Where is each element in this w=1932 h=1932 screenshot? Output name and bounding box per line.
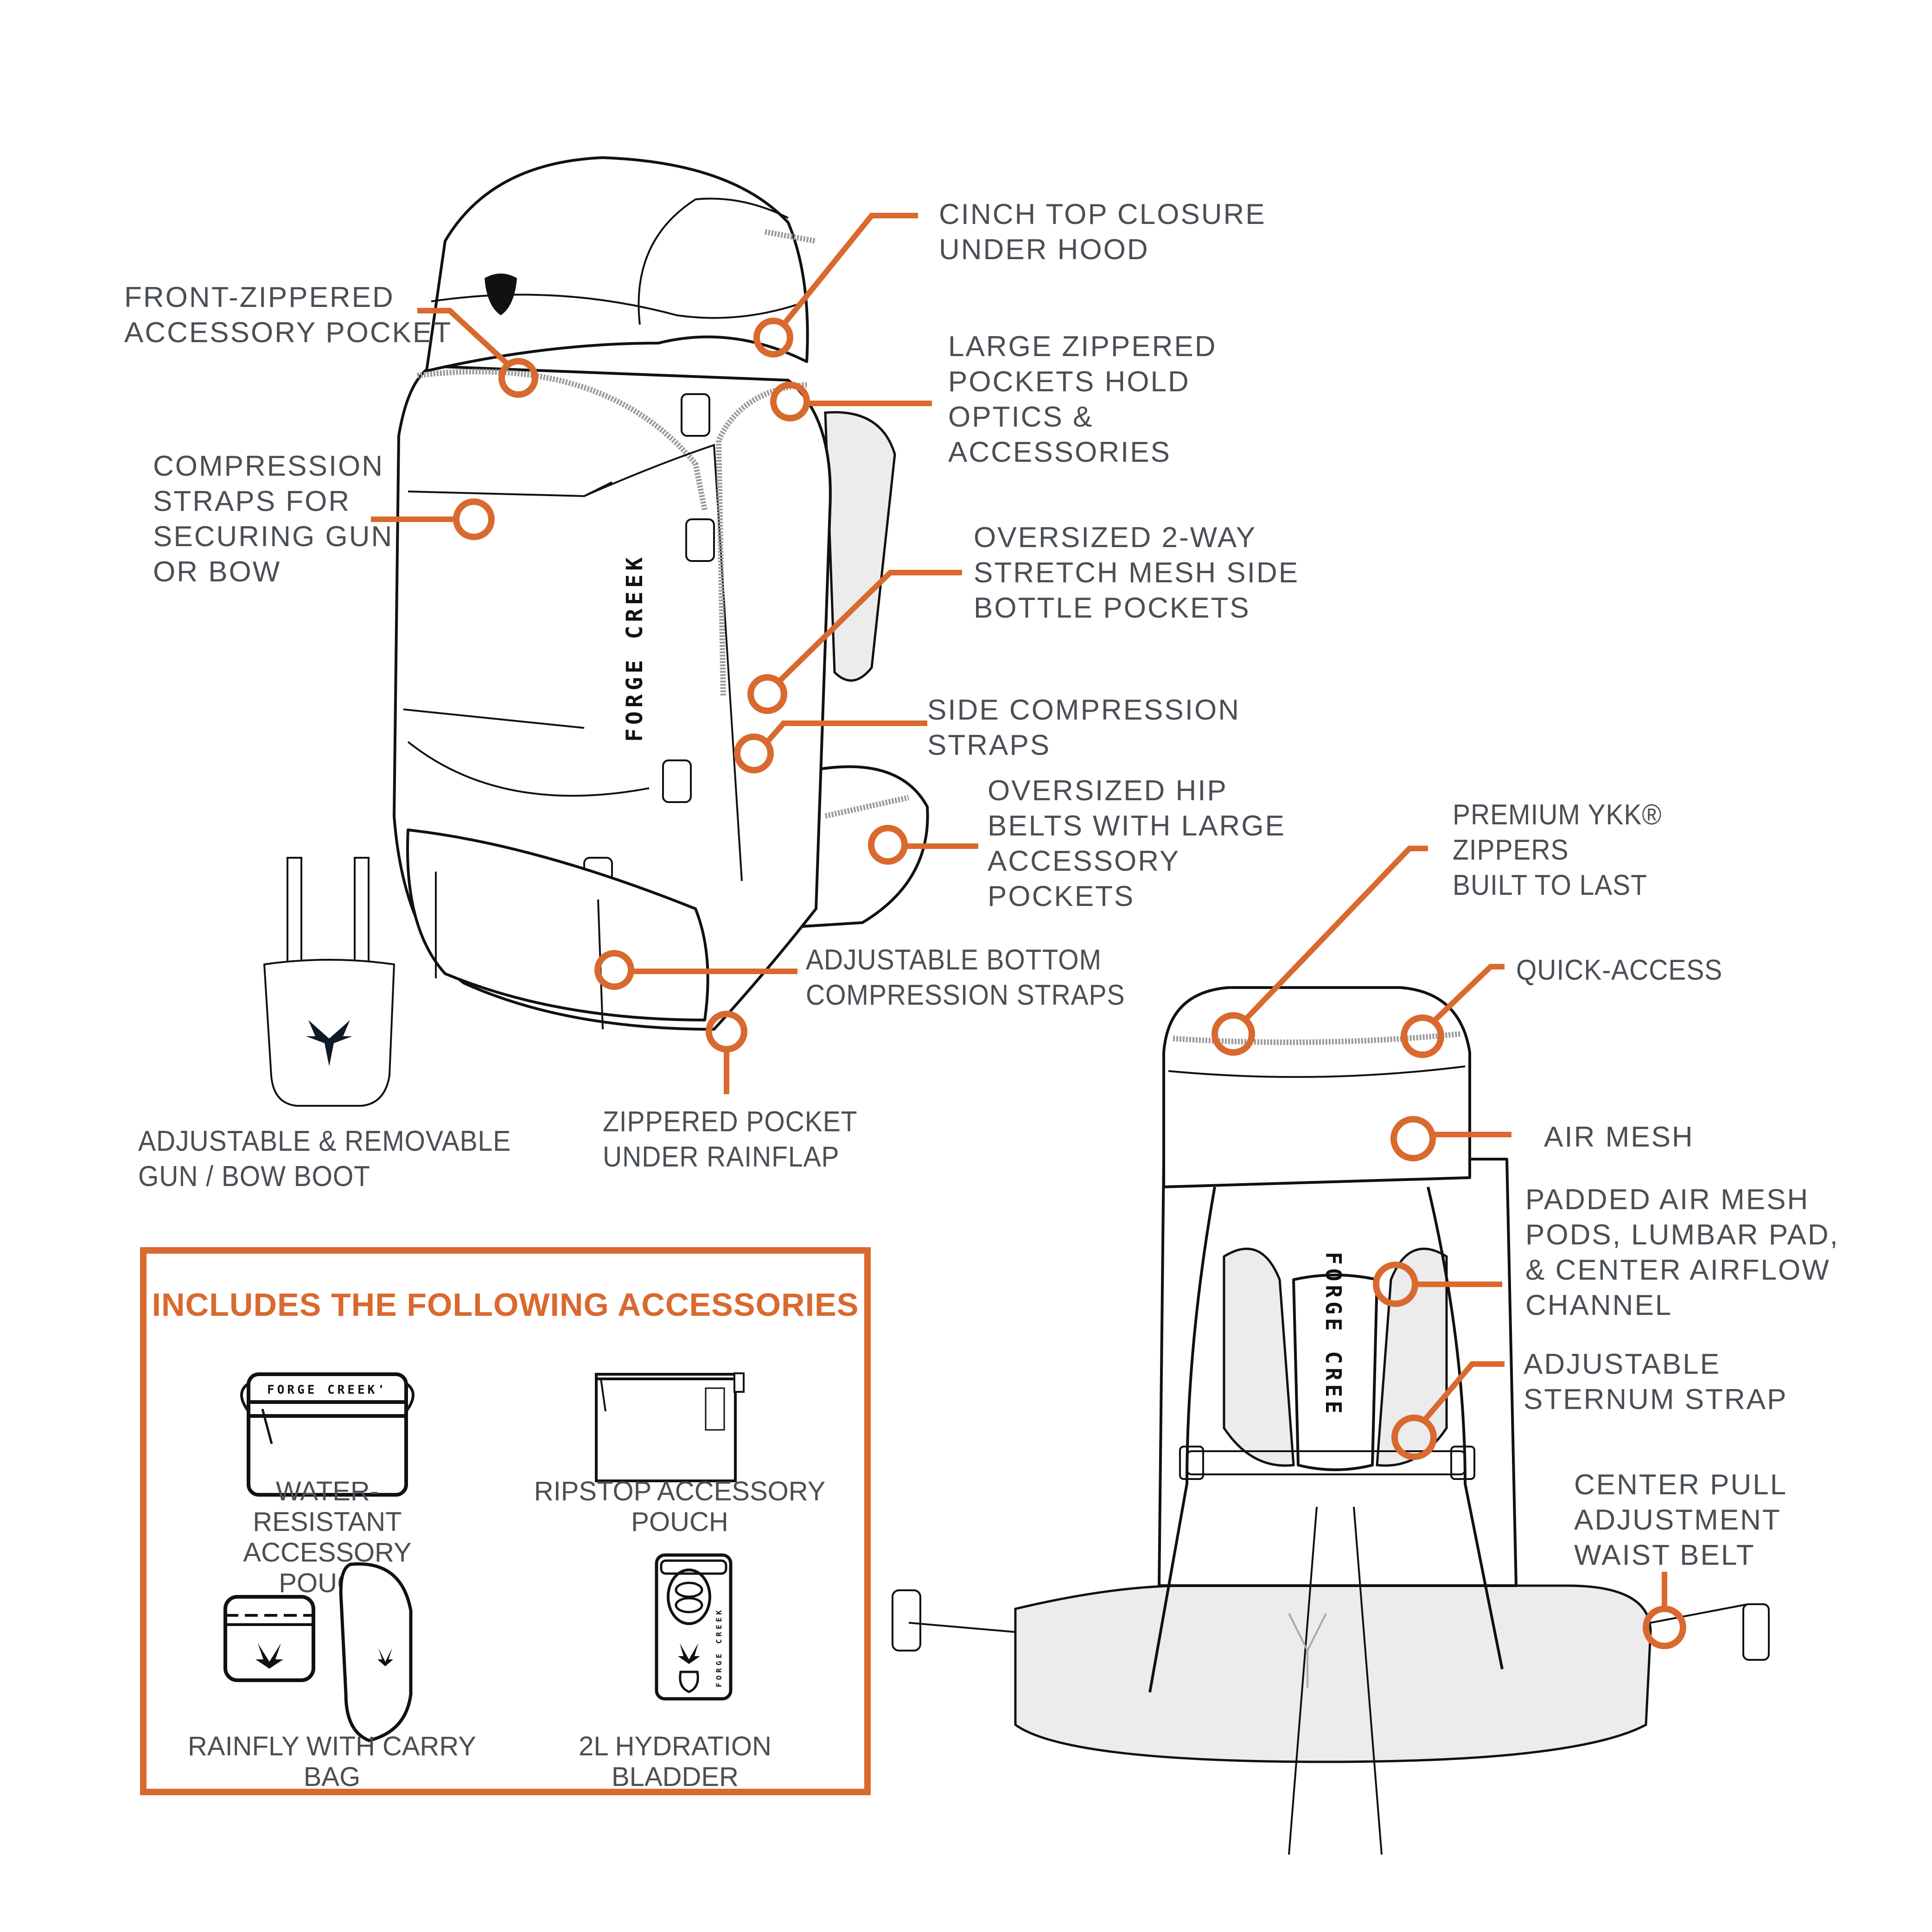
callout-marker (747, 674, 787, 714)
back-backpack-illustration: FORGE CREE (892, 986, 1770, 1855)
back-waist-buckle-icon (892, 1589, 921, 1651)
callout-compression-straps: COMPRESSION STRAPS FOR SECURING GUN OR B… (153, 450, 394, 588)
accessories-panel: INCLUDES THE FOLLOWING ACCESSORIES FORGE… (140, 1247, 871, 1795)
callout-marker (1390, 1116, 1436, 1161)
accessory-name: RIPSTOP ACCESSORY POUCH (534, 1476, 826, 1537)
callout-oversized-hip-belts: OVERSIZED HIP BELTS WITH LARGE ACCESSORY… (988, 775, 1286, 912)
front-side-logo-text: FORGE CREEK (622, 554, 648, 742)
callout-marker (1211, 1012, 1255, 1056)
hydration-bladder-icon: FORGE CREEK (655, 1553, 733, 1701)
callout-marker (868, 825, 908, 865)
callout-marker (753, 318, 793, 357)
accessory-name: WATER-RESISTANT ACCESSORY POUCH (243, 1476, 412, 1598)
leader-front-zippered-pocket (417, 308, 512, 369)
front-backpack-illustration: FORGE CREEK (393, 156, 929, 1031)
leader-ykk-zippers (1245, 846, 1428, 1020)
leader-cinch-top (781, 213, 918, 326)
accessory-name: 2L HYDRATION BLADDER (579, 1731, 772, 1792)
ripstop-pouch-icon (595, 1372, 745, 1482)
bladder-logo-text: FORGE CREEK (714, 1607, 723, 1687)
callout-quick-access: QUICK-ACCESS (1516, 954, 1723, 986)
callout-marker (734, 733, 774, 773)
back-sternum-strap (1186, 1450, 1466, 1475)
back-center-channel (1292, 1274, 1378, 1471)
callout-marker (453, 498, 495, 540)
leader-stretch-mesh (777, 570, 962, 684)
callout-marker (1643, 1606, 1686, 1649)
callout-marker (706, 1011, 747, 1052)
front-buckle-icon (662, 759, 692, 803)
callout-marker (1391, 1415, 1437, 1460)
front-buckle-icon (681, 393, 710, 437)
back-waist-buckle-icon (1742, 1603, 1770, 1661)
rainfly-carry-bag-icon (223, 1562, 413, 1742)
accessory-name: RAINFLY WITH CARRY BAG (188, 1731, 476, 1792)
front-buckle-icon (685, 518, 715, 562)
callout-side-compression-straps: SIDE COMPRESSION STRAPS (927, 694, 1240, 761)
callout-marker (498, 358, 538, 398)
callout-leaders (371, 213, 1686, 1649)
front-pocket-zipper (417, 369, 708, 511)
callout-center-pull-waist-belt: CENTER PULL ADJUSTMENT WAIST BELT (1574, 1469, 1788, 1571)
front-hood-shield-icon (485, 274, 517, 315)
callout-adjustable-bottom-compression-straps: ADJUSTABLE BOTTOM COMPRESSION STRAPS (806, 944, 1125, 1011)
leader-side-compression (765, 721, 927, 744)
back-mesh-pod-left (1223, 1247, 1295, 1467)
accessories-title: INCLUDES THE FOLLOWING ACCESSORIES (152, 1287, 859, 1323)
callout-front-zippered-accessory-pocket: FRONT-ZIPPERED ACCESSORY POCKET (124, 281, 453, 349)
front-side-mesh-pocket (824, 411, 896, 682)
front-hip-belt (787, 765, 929, 929)
callout-marker (770, 382, 810, 421)
callout-marker (1373, 1262, 1418, 1307)
back-logo-text: FORGE CREE (1321, 1252, 1346, 1417)
back-sternum-buckle-icon (1450, 1446, 1475, 1480)
back-hip-belt (1014, 1584, 1652, 1763)
leader-quick-access (1433, 964, 1505, 1022)
back-hip-logo-icon (1288, 1613, 1327, 1688)
water-resistant-pouch-icon: FORGE CREEK' (240, 1372, 414, 1497)
gun-bow-boot-illustration (263, 857, 395, 1107)
callout-stretch-mesh-bottle-pockets: OVERSIZED 2-WAY STRETCH MESH SIDE BOTTLE… (974, 522, 1300, 624)
callout-adjustable-sternum-strap: ADJUSTABLE STERNUM STRAP (1524, 1348, 1788, 1416)
callout-marker (594, 950, 634, 990)
callout-marker (1401, 1014, 1444, 1058)
callout-air-mesh: AIR MESH (1544, 1121, 1694, 1153)
water-pouch-logo-text: FORGE CREEK' (267, 1383, 388, 1397)
callout-zippered-pocket-under-rainflap: ZIPPERED POCKET UNDER RAINFLAP (603, 1106, 858, 1173)
callout-padded-air-mesh-pods: PADDED AIR MESH PODS, LUMBAR PAD, & CENT… (1525, 1184, 1839, 1321)
forge-creek-logo-icon (306, 1020, 352, 1066)
callout-gun-bow-boot: ADJUSTABLE & REMOVABLE GUN / BOW BOOT (138, 1125, 511, 1192)
callout-premium-ykk-zippers: PREMIUM YKK® ZIPPERS BUILT TO LAST (1453, 799, 1662, 901)
back-sternum-buckle-icon (1179, 1446, 1204, 1480)
callout-large-zippered-pockets: LARGE ZIPPERED POCKETS HOLD OPTICS & ACC… (948, 331, 1217, 468)
callout-cinch-top-closure: CINCH TOP CLOSURE UNDER HOOD (939, 198, 1266, 266)
leader-sternum-strap (1423, 1361, 1505, 1421)
